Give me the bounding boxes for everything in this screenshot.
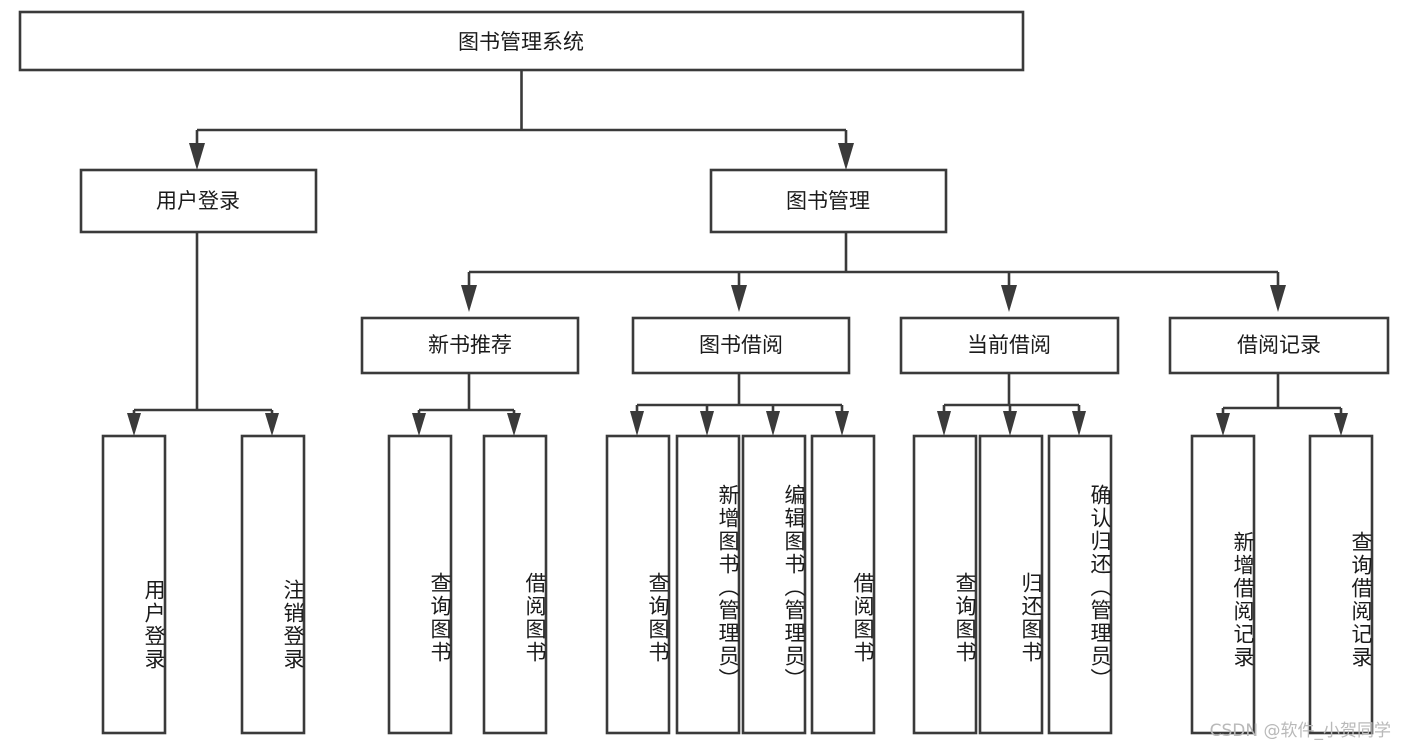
node-root-rect[interactable] bbox=[18, 10, 1025, 72]
node-leaf-query-book-1-rect[interactable] bbox=[387, 434, 453, 735]
node-book-borrow-rect[interactable] bbox=[631, 316, 851, 375]
connector-group bbox=[127, 70, 1348, 436]
arrow-to-query-record bbox=[1334, 413, 1348, 436]
node-leaf-query-record-rect[interactable] bbox=[1308, 434, 1374, 735]
arrow-to-query-book-2 bbox=[630, 411, 644, 436]
arrow-to-book-borrow bbox=[731, 285, 747, 312]
node-current-borrow-label: 当前借阅 bbox=[967, 333, 1051, 357]
node-borrow-record-label: 借阅记录 bbox=[1237, 333, 1321, 357]
node-new-book-rec-rect[interactable] bbox=[360, 316, 580, 375]
node-leaf-borrow-book-1-rect[interactable] bbox=[482, 434, 548, 735]
node-leaf-add-record-rect[interactable] bbox=[1190, 434, 1256, 735]
arrow-to-confirm-return bbox=[1072, 411, 1086, 436]
node-new-book-rec[interactable]: 新书推荐 bbox=[360, 316, 580, 375]
node-leaf-query-book-2-rect[interactable] bbox=[605, 434, 671, 735]
arrow-to-return-book bbox=[1003, 411, 1017, 436]
node-book-manage[interactable]: 图书管理 bbox=[709, 168, 948, 234]
node-leaf-user-logout-rect[interactable] bbox=[240, 434, 306, 735]
arrow-to-borrow-book-1 bbox=[507, 413, 521, 436]
node-user-login[interactable]: 用户登录 bbox=[79, 168, 318, 234]
node-leaf-add-book-rect[interactable] bbox=[675, 434, 741, 735]
node-book-borrow[interactable]: 图书借阅 bbox=[631, 316, 851, 375]
node-root-label: 图书管理系统 bbox=[458, 30, 584, 54]
arrow-to-edit-book bbox=[766, 411, 780, 436]
csdn-watermark: CSDN @软件_小贺同学 bbox=[1209, 721, 1391, 741]
node-new-book-rec-label: 新书推荐 bbox=[428, 333, 512, 357]
arrow-to-borrow-book-2 bbox=[835, 411, 849, 436]
node-leaf-user-login-rect[interactable] bbox=[101, 434, 167, 735]
node-leaf-confirm-return-rect[interactable] bbox=[1047, 434, 1113, 735]
node-book-manage-rect[interactable] bbox=[709, 168, 948, 234]
arrow-to-borrow-record bbox=[1270, 285, 1286, 312]
arrow-to-leaf-user-login bbox=[127, 413, 141, 436]
arrow-to-query-book-3 bbox=[937, 411, 951, 436]
arrow-to-book-manage bbox=[838, 143, 854, 170]
node-leaf-borrow-book-2-rect[interactable] bbox=[810, 434, 876, 735]
node-book-borrow-label: 图书借阅 bbox=[699, 333, 783, 357]
arrow-to-query-book-1 bbox=[412, 413, 426, 436]
node-leaf-edit-book-rect[interactable] bbox=[741, 434, 807, 735]
node-user-login-label: 用户登录 bbox=[156, 189, 240, 213]
leaf-rect-group bbox=[101, 434, 1374, 735]
arrow-to-leaf-user-logout bbox=[265, 413, 279, 436]
arrow-to-add-book bbox=[700, 411, 714, 436]
arrow-to-add-record bbox=[1216, 413, 1230, 436]
arrow-to-new-book-rec bbox=[461, 285, 477, 312]
node-leaf-query-book-3-rect[interactable] bbox=[912, 434, 978, 735]
node-leaf-return-book-rect[interactable] bbox=[978, 434, 1044, 735]
arrow-to-current-borrow bbox=[1001, 285, 1017, 312]
arrow-to-user-login bbox=[189, 143, 205, 170]
node-user-login-rect[interactable] bbox=[79, 168, 318, 234]
node-borrow-record[interactable]: 借阅记录 bbox=[1168, 316, 1390, 375]
node-root[interactable]: 图书管理系统 bbox=[18, 10, 1025, 72]
node-current-borrow-rect[interactable] bbox=[899, 316, 1120, 375]
node-book-manage-label: 图书管理 bbox=[786, 189, 870, 213]
node-borrow-record-rect[interactable] bbox=[1168, 316, 1390, 375]
node-current-borrow[interactable]: 当前借阅 bbox=[899, 316, 1120, 375]
